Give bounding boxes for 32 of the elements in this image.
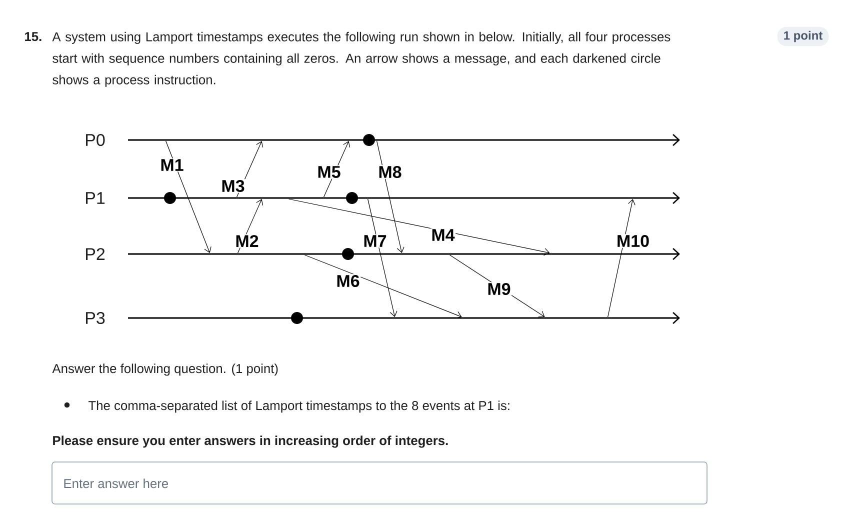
event-dot <box>363 134 375 146</box>
event-dot <box>164 192 176 204</box>
input-field: Enter answer here <box>52 462 708 504</box>
edge-label: M8 <box>377 165 403 179</box>
event-dot <box>291 312 303 324</box>
edge-label: M4 <box>430 228 456 242</box>
event-dot <box>342 248 354 260</box>
instruction-text: Answer the following question. (1 point) <box>52 364 278 376</box>
edge-label: M2 <box>234 234 260 248</box>
message-arrow <box>608 199 636 318</box>
question-number: 15. <box>25 32 42 42</box>
edge-label: M10 <box>616 234 650 248</box>
edge-label: M3 <box>220 179 246 193</box>
edge-label: M6 <box>335 274 361 288</box>
question-item: The comma-separated list of Lamport timestamps to the 8 events at P1 is: <box>88 400 510 413</box>
event-dot <box>346 192 358 204</box>
note-text: Please ensure you enter answers in increasing order of integers. <box>53 436 448 448</box>
process-label: P2 <box>86 248 105 260</box>
edge-label: M5 <box>316 165 342 179</box>
message-arrow <box>166 140 212 253</box>
edge-label: M7 <box>362 234 388 248</box>
edge-label: M1 <box>159 158 185 172</box>
process-label: P3 <box>86 312 105 324</box>
message-arrow <box>376 140 404 253</box>
process-label: P0 <box>86 134 105 146</box>
message-arrow <box>304 254 462 319</box>
message-arrow <box>288 198 550 256</box>
process-label: P1 <box>86 192 105 204</box>
points-badge: 1 point <box>777 26 829 46</box>
message-arrow <box>368 198 398 317</box>
edge-label: M9 <box>486 282 512 296</box>
question-text: A system using Lamport timestamps executes the following run shown in below. Initially, all four processes start with sequence numbers containing all zeros. An arrow shows a message, and each darkened circle shows a process instruction. <box>52 32 670 87</box>
